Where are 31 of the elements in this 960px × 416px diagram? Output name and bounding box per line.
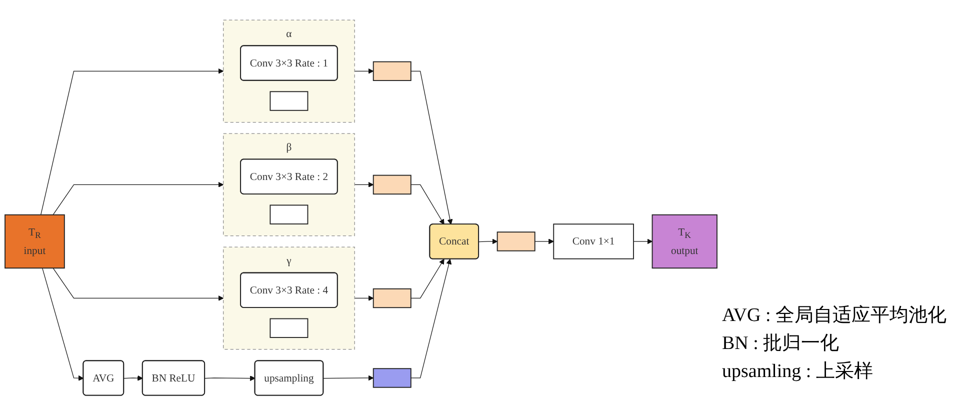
arrow <box>410 71 453 225</box>
arrow <box>633 239 653 245</box>
node-box: Conv 1×1 <box>553 224 634 260</box>
arrow <box>42 268 84 382</box>
node-box <box>496 232 536 252</box>
arrow <box>410 184 444 225</box>
arrow <box>354 296 374 302</box>
arrow <box>354 68 374 74</box>
arrow <box>534 239 554 245</box>
arrow <box>40 68 224 216</box>
arrow <box>354 182 374 188</box>
arrow <box>410 259 444 299</box>
node-box <box>372 368 412 388</box>
node-box <box>270 92 308 112</box>
arrow <box>52 268 224 302</box>
note-text: BN : 批归一化 <box>722 332 840 356</box>
arrow <box>323 376 374 382</box>
node-box: T$_{R}$ input <box>4 214 65 269</box>
node-box <box>372 288 412 308</box>
arrow <box>478 239 498 245</box>
arrow <box>410 259 452 379</box>
node-box <box>270 205 308 225</box>
node-box: T$_{K}$ output <box>652 214 718 269</box>
node-box <box>270 318 308 338</box>
arrow <box>204 376 256 382</box>
arrow <box>124 376 143 382</box>
note-text: AVG : 全局自适应平均池化 <box>722 304 948 328</box>
node-box <box>372 175 412 195</box>
arrow <box>52 182 224 216</box>
node-box <box>372 62 412 82</box>
note-text: upsamling : 上采样 <box>722 360 874 384</box>
